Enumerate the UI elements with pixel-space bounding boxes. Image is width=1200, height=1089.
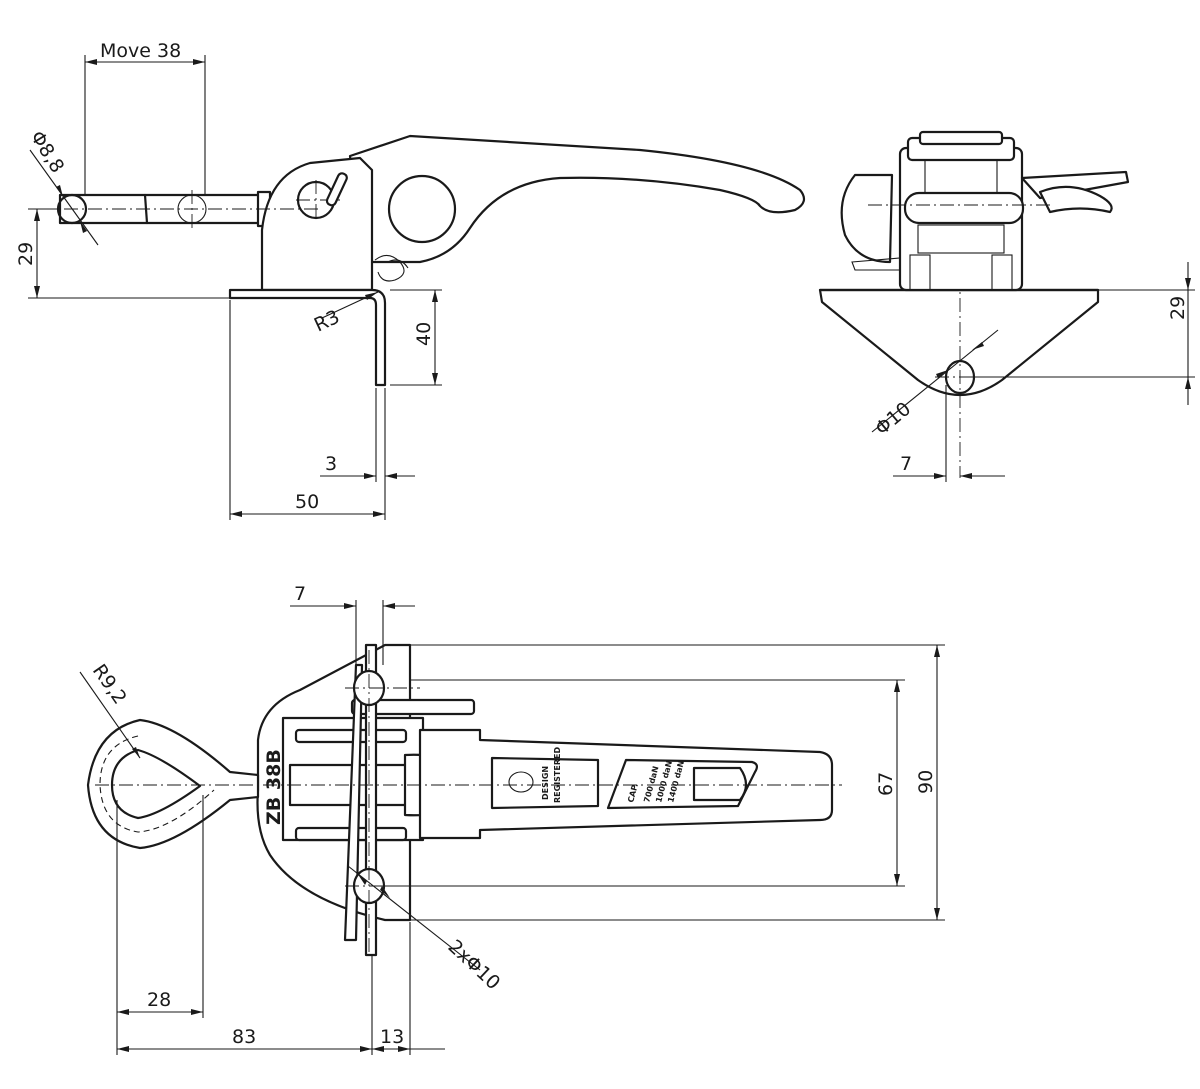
dim-eye-span: 28 bbox=[147, 989, 171, 1011]
latch-body bbox=[260, 156, 374, 292]
eye-loop bbox=[86, 718, 260, 850]
end-mechanism bbox=[840, 130, 1130, 292]
lever-handle bbox=[348, 134, 806, 264]
end-view: 29 Φ10 7 bbox=[818, 130, 1195, 482]
plan-handle bbox=[418, 728, 834, 840]
dim-flange: 13 bbox=[380, 1026, 404, 1048]
end-base-plate bbox=[818, 288, 1100, 397]
dim-side-offset: 7 bbox=[900, 453, 912, 475]
dim-pin-diameter: Φ8,8 bbox=[26, 127, 69, 177]
dim-hook-length: 40 bbox=[413, 322, 435, 346]
logo-line2: REGISTERED bbox=[553, 747, 562, 803]
handle-hole bbox=[387, 174, 457, 244]
dim-pin-height: 29 bbox=[15, 242, 37, 266]
plan-view: ZB 38B DESIGN REGISTERED CAP. 700 daN 10… bbox=[79, 583, 945, 1055]
dim-eye-radius: R9,2 bbox=[88, 660, 131, 708]
dim-side-height: 29 bbox=[1167, 296, 1189, 320]
base-plate bbox=[228, 288, 387, 387]
dim-overall-length: 83 bbox=[232, 1026, 256, 1048]
dim-base-width: 50 bbox=[295, 491, 319, 513]
dim-hole-spacing: 67 bbox=[875, 772, 897, 796]
dim-side-hole: Φ10 bbox=[871, 398, 915, 440]
logo-line1: DESIGN bbox=[541, 766, 550, 800]
dim-top-offset: 7 bbox=[294, 583, 306, 605]
dim-plate-thickness: 3 bbox=[325, 453, 337, 475]
dim-mount-holes: 2xΦ10 bbox=[444, 936, 505, 995]
side-elevation-view: Move 38 Φ8,8 29 R3 40 3 bbox=[15, 40, 806, 520]
dim-move: Move 38 bbox=[100, 40, 181, 62]
model-code: ZB 38B bbox=[263, 749, 285, 825]
dim-plate-height: 90 bbox=[915, 770, 937, 794]
